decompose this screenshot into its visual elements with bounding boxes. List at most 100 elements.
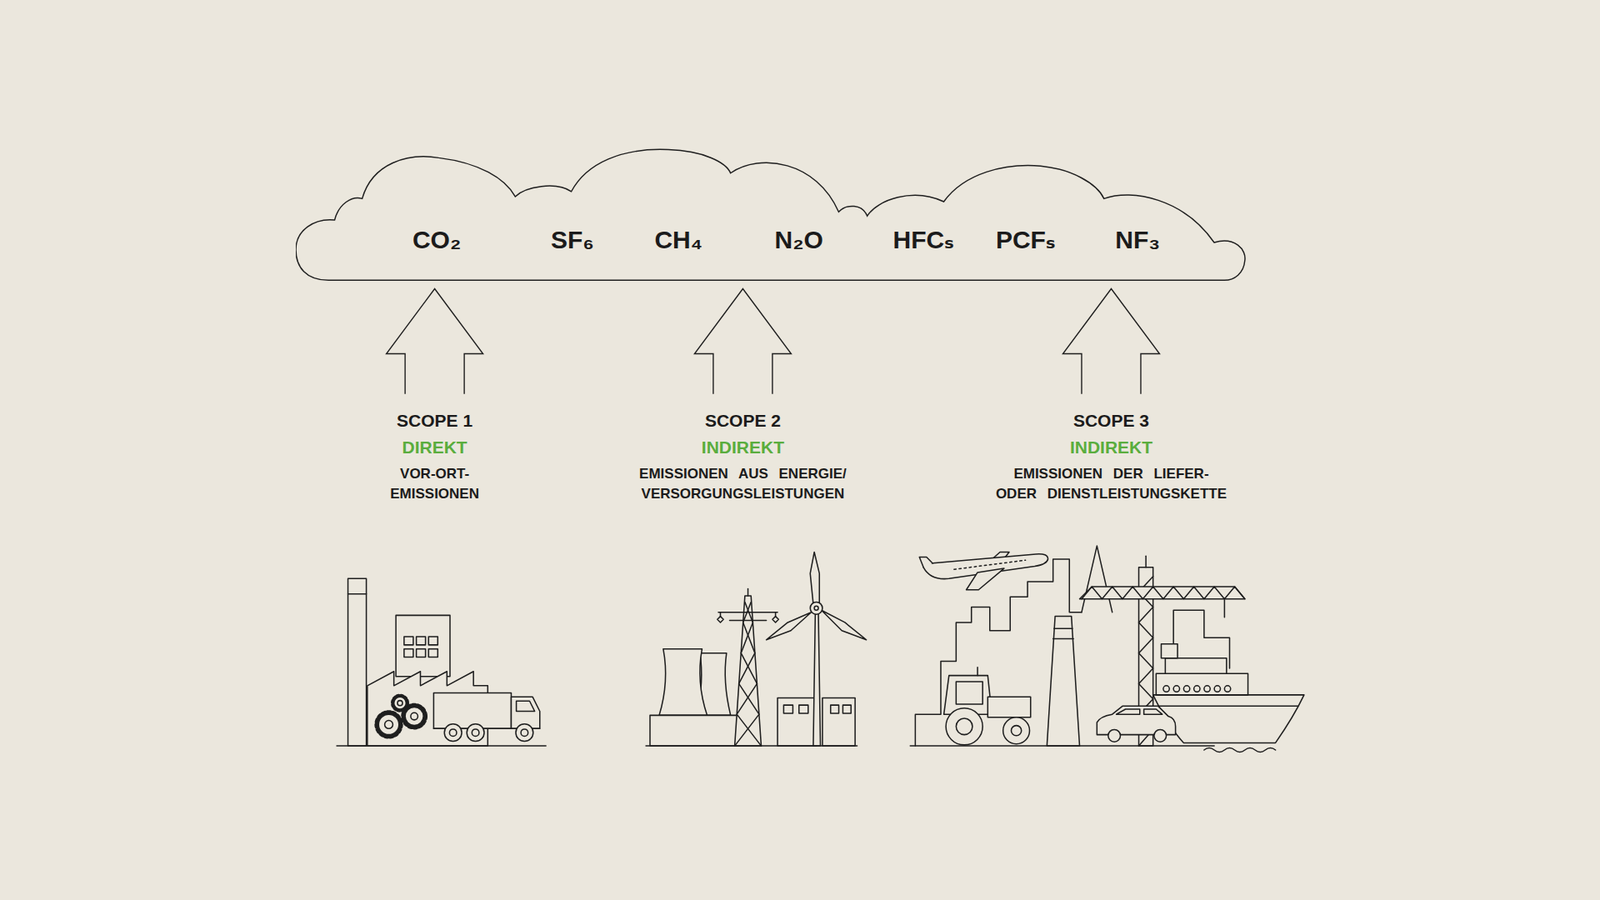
factory-illustration-part: [410, 712, 419, 720]
factory-illustration-part: [515, 724, 534, 742]
block-arrow: [1062, 289, 1160, 395]
factory-illustration-part: [433, 728, 540, 730]
energy-illustration-part: [822, 698, 855, 747]
factory-illustration-part: [385, 720, 394, 729]
supply-chain-illustration-part: [1159, 705, 1299, 708]
factory-illustration-part: [416, 636, 426, 645]
energy-illustration-part: [645, 745, 857, 747]
supply-chain-illustration-part: [1108, 730, 1121, 743]
supply-chain-illustration-part: [1054, 628, 1073, 630]
energy-illustration-part: [659, 649, 708, 716]
factory-illustration-part: [378, 714, 399, 735]
supply-chain-illustration-part: [1116, 709, 1140, 715]
factory-illustration-part: [416, 649, 426, 658]
factory-illustration-part: [510, 696, 540, 729]
energy-illustration-part: [777, 698, 817, 747]
supply-chain-illustration-part: [923, 554, 1049, 580]
supply-chain-illustration-part: [1224, 599, 1226, 618]
gas-formula: SF₆: [550, 227, 595, 253]
factory-illustration-part: [348, 593, 367, 595]
supply-chain-illustration-part: [1139, 567, 1154, 746]
energy-illustration-part: [830, 705, 840, 714]
energy-illustration-part: [772, 616, 779, 623]
supply-chain-illustration-part: [1010, 725, 1021, 736]
supply-chain-illustration-part: [1194, 685, 1200, 692]
energy-illustration-part: [810, 551, 820, 604]
block-arrow: [386, 289, 484, 395]
supply-chain-illustration-part: [919, 557, 933, 568]
supply-chain-illustration-part: [1160, 644, 1178, 659]
energy-illustration-part: [735, 601, 760, 746]
factory-illustration-part: [392, 695, 408, 710]
supply-chain-illustration-part: [1224, 685, 1230, 692]
energy-illustration-part: [735, 595, 762, 746]
factory-illustration-part: [394, 696, 407, 710]
gas-formula: PCFₛ: [995, 227, 1055, 253]
factory-illustration-part: [433, 692, 511, 729]
energy-illustration-part: [736, 601, 761, 746]
cloud-outline: [295, 142, 1250, 289]
supply-chain-illustration-part: [1139, 576, 1154, 746]
supply-chain-illustration-part: [1163, 685, 1170, 692]
supply-chain-illustration-part: [1080, 586, 1245, 600]
factory-illustration: [336, 578, 546, 746]
energy-illustration-part: [730, 620, 767, 622]
supply-chain-illustration: [910, 545, 1305, 752]
energy-illustration-part: [813, 612, 821, 746]
factory-illustration-part: [403, 705, 426, 728]
scope-heading: SCOPE 2: [600, 407, 885, 435]
supply-chain-illustration-part: [1096, 705, 1175, 735]
supply-chain-illustration-part: [1081, 586, 1245, 600]
factory-illustration-part: [449, 729, 457, 737]
cloud-outline-path: [295, 150, 1245, 281]
scope-type: DIREKT: [293, 434, 577, 461]
energy-illustration-part: [799, 705, 809, 714]
supply-chain-illustration-part: [1053, 638, 1074, 640]
scope-description: VOR-ORT- EMISSIONEN: [372, 464, 498, 505]
gas-formula: NF₃: [1115, 227, 1160, 253]
supply-chain-illustration-part: [955, 681, 983, 705]
factory-illustration-part: [376, 712, 401, 737]
supply-chain-illustration-part: [1003, 717, 1030, 745]
supply-chain-illustration-part: [1153, 695, 1305, 744]
energy-illustration-part: [717, 616, 724, 623]
supply-chain-illustration-part: [1173, 685, 1180, 692]
scope-heading: SCOPE 3: [969, 407, 1253, 435]
energy-illustration-part: [810, 601, 823, 615]
scope-description: EMISSIONEN AUS ENERGIE/ VERSORGUNGSLEIST…: [630, 464, 855, 505]
supply-chain-illustration-part: [954, 560, 1026, 570]
gas-formula: CH₄: [654, 227, 703, 253]
factory-illustration-part: [471, 729, 480, 737]
factory-illustration-part: [466, 724, 485, 742]
supply-chain-illustration-part: [976, 667, 979, 676]
factory-illustration-part: [336, 745, 546, 747]
supply-chain-illustration-part: [1144, 709, 1163, 715]
supply-chain-illustration-part: [1081, 545, 1113, 613]
supply-chain-illustration-part: [1046, 616, 1080, 747]
gas-formula: N₂O: [775, 227, 824, 253]
supply-chain-illustration-part: [1154, 730, 1167, 743]
scope-type: INDIREKT: [600, 434, 885, 461]
energy-illustration-part: [650, 715, 740, 746]
block-arrow: [694, 289, 791, 395]
energy-illustration-part: [718, 611, 778, 614]
factory-illustration-part: [428, 636, 438, 645]
energy-illustration-part: [720, 612, 722, 617]
factory-illustration-part: [404, 636, 414, 645]
energy-illustration-part: [842, 705, 851, 714]
energy-illustration-part: [766, 612, 812, 640]
energy-illustration: [645, 551, 866, 746]
scope-group: SCOPE 1DIREKTVOR-ORT- EMISSIONEN: [293, 394, 577, 505]
energy-illustration-part: [814, 605, 819, 610]
supply-chain-illustration-part: [1155, 673, 1248, 695]
factory-illustration-part: [397, 700, 403, 706]
supply-chain-illustration-part: [1145, 555, 1147, 567]
factory-illustration-part: [395, 615, 450, 676]
supply-chain-illustration-part: [1165, 658, 1226, 674]
supply-chain-illustration-part: [1173, 610, 1230, 669]
factory-illustration-part: [348, 578, 367, 746]
scope-group: SCOPE 2INDIREKT EMISSIONEN AUS ENERGIE/ V…: [600, 394, 885, 505]
supply-chain-illustration-part: [915, 559, 1082, 746]
